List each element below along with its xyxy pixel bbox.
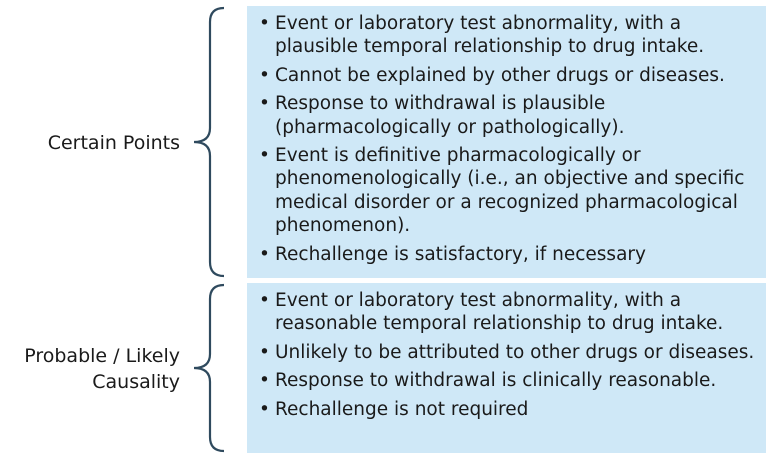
list-item: Event is definitive pharmacologically or… [255,144,758,238]
probable-label: Probable / Likely Causality [24,345,180,393]
probable-list: Event or laboratory test abnormality, wi… [255,289,758,421]
certain-box: Event or laboratory test abnormality, wi… [247,6,766,278]
list-item: Event or laboratory test abnormality, wi… [255,289,758,336]
probable-brace [193,283,225,453]
list-item: Rechallenge is satisfactory, if necessar… [255,243,758,267]
certain-brace [193,6,225,278]
list-item: Unlikely to be attributed to other drugs… [255,341,758,365]
list-item: Event or laboratory test abnormality, wi… [255,12,758,59]
certain-label: Certain Points [47,132,180,154]
list-item: Rechallenge is not required [255,398,758,422]
certain-list: Event or laboratory test abnormality, wi… [255,12,758,266]
list-item: Response to withdrawal is clinically rea… [255,369,758,393]
list-item: Response to withdrawal is plausible (pha… [255,92,758,139]
list-item: Cannot be explained by other drugs or di… [255,64,758,88]
probable-box: Event or laboratory test abnormality, wi… [247,283,766,453]
